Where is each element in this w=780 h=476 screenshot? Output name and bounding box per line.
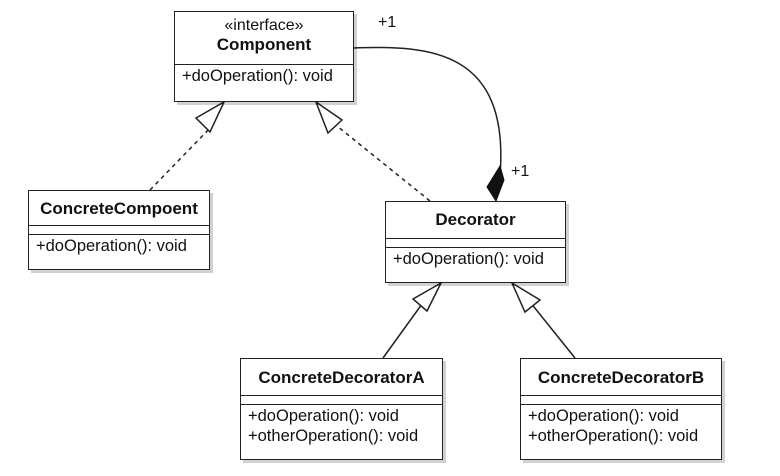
class-concrete-decorator-b[interactable]: ConcreteDecoratorB +doOperation(): void … (520, 358, 722, 460)
class-concrete-decorator-b-attributes (521, 395, 721, 404)
realization-arrowhead-concrete-component (194, 100, 226, 134)
composition-line (352, 46, 502, 177)
class-concrete-component-name: ConcreteCompoent (40, 199, 198, 218)
class-concrete-decorator-a-attributes (241, 395, 442, 404)
class-concrete-decorator-b-operations: +doOperation(): void +otherOperation(): … (521, 404, 721, 446)
operation: +doOperation(): void (393, 250, 544, 268)
operation: +doOperation(): void (528, 407, 679, 425)
class-concrete-decorator-a-name: ConcreteDecoratorA (258, 368, 425, 387)
composition-diamond (486, 164, 505, 203)
operation: +otherOperation(): void (528, 427, 699, 445)
class-component-stereotype: «interface» (224, 17, 304, 34)
class-concrete-decorator-a[interactable]: ConcreteDecoratorA +doOperation(): void … (240, 358, 443, 460)
realization-arrowhead-decorator (314, 99, 344, 135)
class-decorator[interactable]: Decorator +doOperation(): void (385, 201, 566, 283)
class-decorator-name: Decorator (435, 210, 516, 229)
class-decorator-header: Decorator (386, 202, 565, 238)
generalization-arrowhead-a (411, 281, 443, 313)
class-concrete-decorator-b-name: ConcreteDecoratorB (537, 368, 705, 387)
class-concrete-component-operations: +doOperation(): void (29, 234, 209, 256)
class-concrete-decorator-b-header: ConcreteDecoratorB (521, 359, 721, 395)
generalization-line-b (529, 301, 576, 359)
realization-line-decorator (336, 125, 431, 202)
composition-multiplicity-target: +1 (511, 163, 530, 180)
class-component-name: Component (216, 35, 312, 54)
operation: +otherOperation(): void (248, 427, 419, 445)
class-component[interactable]: «interface» Component +doOperation(): vo… (174, 11, 354, 102)
class-component-operations: +doOperation(): void (175, 64, 353, 86)
class-decorator-operations: +doOperation(): void (386, 247, 565, 269)
generalization-arrowhead-b (510, 281, 542, 314)
composition-multiplicity-source: +1 (378, 14, 397, 31)
class-component-header: «interface» Component (175, 12, 353, 64)
class-decorator-attributes (386, 238, 565, 247)
operation: +doOperation(): void (182, 67, 333, 85)
operation: +doOperation(): void (36, 237, 187, 255)
class-concrete-component-attributes (29, 225, 209, 234)
operation: +doOperation(): void (248, 407, 399, 425)
realization-line-concrete-component (149, 125, 213, 191)
generalization-line-a (382, 303, 423, 359)
class-concrete-component-header: ConcreteCompoent (29, 191, 209, 225)
class-concrete-decorator-a-operations: +doOperation(): void +otherOperation(): … (241, 404, 442, 446)
class-concrete-component[interactable]: ConcreteCompoent +doOperation(): void (28, 190, 210, 270)
class-concrete-decorator-a-header: ConcreteDecoratorA (241, 359, 442, 395)
